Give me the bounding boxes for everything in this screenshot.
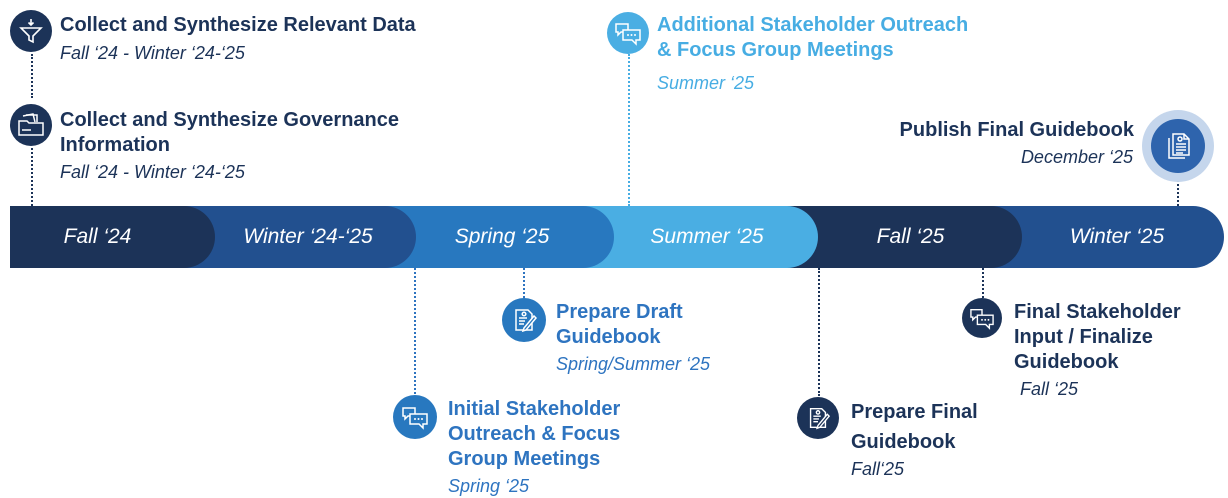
funnel-icon	[10, 10, 52, 52]
milestone-title-draft: Prepare Draft Guidebook	[556, 301, 683, 348]
timeline-segment-fall-24: Fall ‘24	[10, 206, 215, 268]
connector-line-initial-outreach	[414, 268, 416, 394]
connector-line-publish	[1177, 180, 1179, 206]
milestone-title-initial-outreach: Initial Stakeholder Outreach & Focus Gro…	[448, 398, 621, 470]
milestone-title-publish: Publish Final Guidebook	[899, 119, 1134, 141]
milestone-date-publish: December ‘25	[1020, 147, 1133, 167]
milestone-date-draft: Spring/Summer ‘25	[556, 354, 711, 374]
connector-line-data	[31, 54, 33, 98]
timeline-segment-summer-25: Summer ‘25	[582, 206, 818, 268]
connector-line-final-prepare	[818, 268, 820, 396]
connector-line-governance	[31, 148, 33, 206]
connector-line-draft	[523, 268, 525, 298]
milestone-date-relevant-data: Fall ‘24 - Winter ‘24-‘25	[60, 43, 245, 63]
milestone-date-additional-outreach: Summer ‘25	[657, 73, 755, 93]
timeline-segment-fall-25: Fall ‘25	[785, 206, 1022, 268]
chat-bubbles-icon	[607, 12, 649, 54]
chat-bubbles-icon	[393, 395, 437, 439]
connector-line-additional-outreach	[628, 54, 630, 206]
timeline-segment-spring-25: Spring ‘25	[378, 206, 614, 268]
chat-bubbles-icon	[962, 298, 1002, 338]
document-stack-icon	[1151, 119, 1205, 173]
milestone-date-initial-outreach: Spring ‘25	[448, 476, 530, 496]
document-pen-icon	[502, 298, 546, 342]
milestone-title-final-prepare: Prepare Final Guidebook	[851, 401, 978, 453]
milestone-date-final-input: Fall ‘25	[1020, 379, 1079, 399]
milestone-title-additional-outreach: Additional Stakeholder Outreach & Focus …	[657, 14, 969, 61]
milestone-title-governance: Collect and Synthesize Governance Inform…	[60, 109, 399, 156]
milestone-title-final-input: Final Stakeholder Input / Finalize Guide…	[1014, 301, 1181, 373]
connector-line-final-input	[982, 268, 984, 298]
folder-documents-icon	[10, 104, 52, 146]
document-pen-icon	[797, 397, 839, 439]
milestone-date-final-prepare: Fall‘25	[851, 459, 905, 479]
timeline-segment-winter-25: Winter ‘25	[990, 206, 1224, 268]
milestone-date-governance: Fall ‘24 - Winter ‘24-‘25	[60, 162, 245, 182]
milestone-title-relevant-data: Collect and Synthesize Relevant Data	[60, 14, 416, 36]
timeline-segment-winter-24-25: Winter ‘24-‘25	[180, 206, 416, 268]
document-stack-icon-ring	[1142, 110, 1214, 182]
